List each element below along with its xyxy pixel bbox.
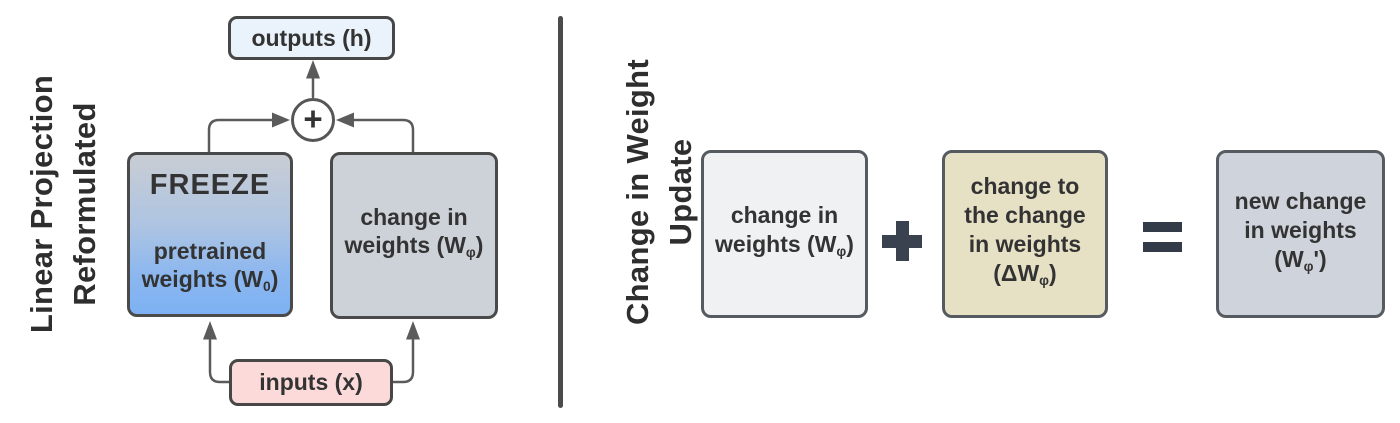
equals-bottom-bar: [1143, 242, 1182, 252]
right-panel-title-line-1: Change in Weight: [620, 59, 655, 325]
wire-change-to-sum: [351, 118, 415, 155]
wire-inputs-to-change: [390, 338, 415, 384]
equals-operator-icon: [1143, 222, 1182, 252]
plus-operator-icon: [882, 221, 922, 261]
panel-divider: [558, 16, 563, 408]
right-panel-title: Change in Weight Update: [612, 46, 706, 338]
equals-top-bar: [1143, 222, 1182, 232]
inputs-box-label: inputs (x): [259, 369, 363, 395]
outputs-box: outputs (h): [228, 16, 395, 60]
inputs-box: inputs (x): [229, 359, 393, 406]
arrowhead-up-freeze: [203, 321, 217, 340]
arrowhead-up-outputs: [306, 60, 320, 79]
plus-vertical-bar: [895, 221, 909, 261]
arrowhead-left-sum: [336, 112, 354, 128]
right-panel-title-line-2: Update: [663, 138, 698, 246]
wire-freeze-to-sum: [207, 118, 275, 155]
outputs-box-label: outputs (h): [251, 24, 372, 51]
wire-inputs-to-freeze: [208, 338, 232, 384]
sum-plus-node: +: [291, 98, 335, 142]
connector-arrows: [203, 60, 420, 384]
plus-icon: +: [303, 99, 323, 137]
arrowhead-up-change: [406, 321, 420, 340]
arrowhead-right-sum: [272, 112, 290, 128]
freeze-label: FREEZE: [149, 169, 271, 201]
